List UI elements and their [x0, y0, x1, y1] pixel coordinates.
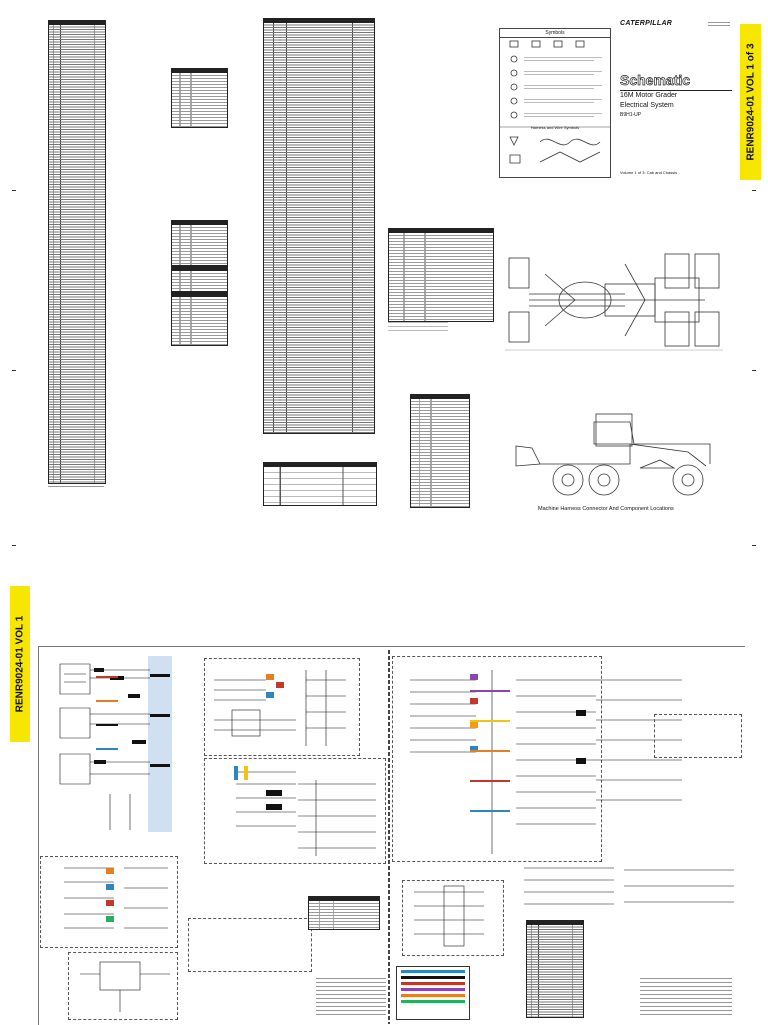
schematic-panel-right-small [654, 714, 742, 758]
wire-bundle-right [470, 680, 510, 840]
schematic-panel-cab-top [204, 658, 360, 756]
fold-mark [12, 545, 16, 546]
symbols-block: Symbols Harness and Wire Symbols [499, 28, 611, 178]
schematic-panel-cab-lower-wiring [234, 766, 376, 856]
volume-banner-top: RENR9024-01 VOL 1 of 3 [740, 24, 761, 180]
machine-top-view [505, 253, 723, 351]
schematic-panel-cab-lower [204, 758, 386, 864]
connector-table-small-4 [171, 292, 228, 346]
schematic-panel-main-right-wiring [410, 670, 682, 854]
connector-table-small-2 [171, 220, 228, 266]
fold-mark [12, 190, 16, 191]
schematic-panel-hydraulic [188, 918, 312, 972]
harness-color-table-bottom [308, 896, 380, 930]
schematic-panel-chassis-left-wiring [64, 867, 168, 929]
wire-color-legend [396, 966, 470, 1020]
volume-banner-bottom: RENR9024-01 VOL 1 [10, 586, 30, 742]
symbols-header: Symbols [500, 29, 610, 38]
machine-side-view [515, 413, 711, 496]
component-location-table [263, 18, 375, 434]
schematic-highlight-region [148, 656, 172, 832]
schematic-panel-chassis-bottom-wiring [80, 961, 170, 1012]
volume-banner-top-text: RENR9024-01 VOL 1 of 3 [745, 43, 756, 161]
model-name: 16M Motor Grader [620, 92, 678, 99]
schematic-panel-transmission-wiring [414, 885, 484, 947]
component-locations-caption: Machine Harness Connector And Component … [538, 506, 674, 512]
connector-table-bottom-right [526, 920, 584, 1018]
schematic-panel-chassis-left [40, 856, 178, 948]
schematic-panel-transmission [402, 880, 504, 956]
schematic-title: Schematic [620, 72, 691, 89]
component-table-left [48, 20, 106, 484]
schematic-panel-chassis-bottom [68, 952, 178, 1020]
schematic-panel-lower-right-wiring [524, 867, 734, 905]
serial-number: B9H1-UP [620, 112, 642, 118]
schematic-sheet-border [38, 646, 745, 1025]
fuse-table [410, 394, 470, 508]
harness-symbols-header: Harness and Wire Symbols [530, 125, 580, 130]
symbols-icons [500, 40, 610, 164]
connector-table-small-1 [171, 68, 228, 128]
fold-mark [752, 545, 756, 546]
system-name: Electrical System [620, 102, 674, 109]
revision-table [263, 462, 377, 506]
volume-banner-bottom-text: RENR9024-01 VOL 1 [14, 615, 26, 713]
fold-mark [12, 370, 16, 371]
schematic-notes-bottom-right [640, 978, 732, 1018]
schematic-left-block [59, 663, 170, 830]
caterpillar-logo: CATERPILLAR [620, 20, 673, 27]
volume-label: Volume 1 of 3: Cab and Chassis [620, 170, 678, 175]
harness-table-notes [388, 322, 448, 332]
fold-mark [752, 190, 756, 191]
sheet-divider [388, 650, 390, 1024]
title-block: CATERPILLAR Schematic 16M Motor Grader E… [620, 20, 734, 182]
schematic-panel-main-right [392, 656, 602, 862]
doc-number-small [708, 22, 730, 28]
table-footnote [48, 486, 104, 493]
fold-mark [752, 370, 756, 371]
schematic-panel-cab-top-wiring [214, 670, 346, 746]
schematic-notes-bottom-left [316, 978, 386, 1018]
harness-table [388, 228, 494, 322]
wire-bundle-left [96, 660, 118, 810]
connector-table-small-3 [171, 266, 228, 292]
